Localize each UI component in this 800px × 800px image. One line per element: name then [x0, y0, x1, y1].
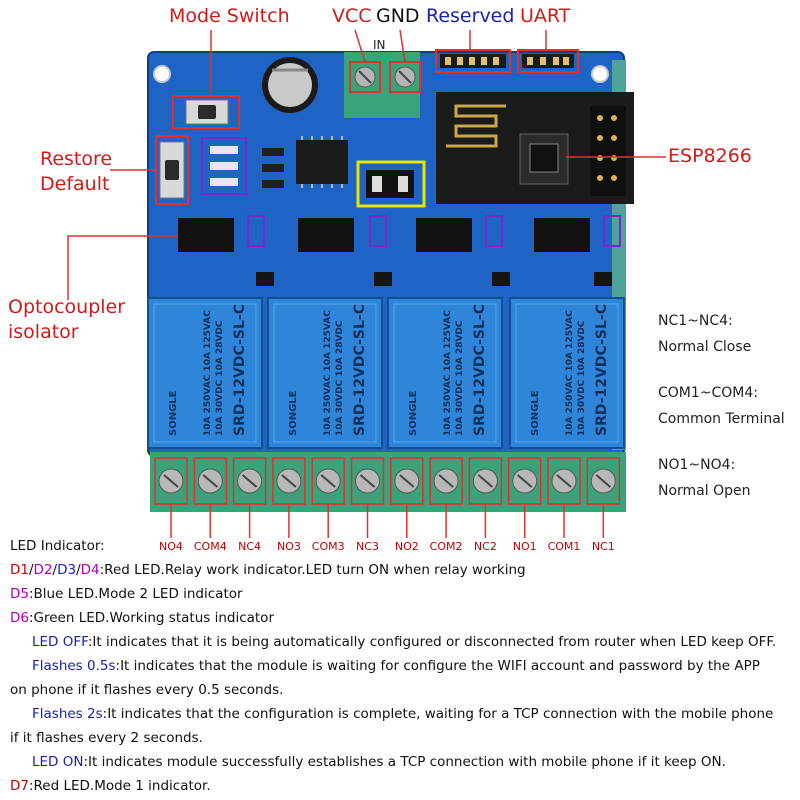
- relay-board-illustration: IN SRD: [67, 29, 666, 538]
- relay-text: SRD-12VDC-SL-C: [594, 304, 610, 436]
- d7-text: :Red LED.Mode 1 indicator.: [28, 778, 211, 794]
- legend-d6: D6:Green LED.Working status indicator: [10, 610, 274, 626]
- callout-reserved: Reserved: [426, 5, 515, 27]
- in-label: IN: [373, 38, 386, 52]
- com-desc: Common Terminal: [658, 411, 785, 427]
- no-title: NO1~NO4:: [658, 457, 736, 473]
- flash2-label: Flashes 2s: [32, 706, 103, 722]
- relay-text: SONGLE: [168, 390, 179, 436]
- relay-text: 10A 250VAC 10A 125VAC: [443, 310, 453, 436]
- nc-title: NC1~NC4:: [658, 313, 733, 329]
- relay-text: SONGLE: [530, 390, 541, 436]
- nc-desc: Normal Close: [658, 339, 752, 355]
- legend-flash2-cont: if it flashes every 2 seconds.: [10, 730, 203, 746]
- relay-text: SRD-12VDC-SL-C: [352, 304, 368, 436]
- relay-text: 10A 250VAC 10A 125VAC: [203, 310, 213, 436]
- d6-label: D6: [10, 610, 29, 626]
- terminal-label-com1: COM1: [547, 540, 581, 553]
- callout-optocoupler-line1: Optocoupler: [8, 296, 126, 318]
- d1-label: D1: [10, 562, 29, 578]
- callout-lines: [67, 29, 666, 300]
- terminal-label-no4: NO4: [159, 540, 183, 553]
- ic-chip: [296, 136, 348, 188]
- d3-label: D3: [57, 562, 77, 578]
- terminal-label-nc4: NC4: [238, 540, 262, 553]
- optocoupler-row: [178, 218, 590, 252]
- relay-led-markers: [247, 215, 621, 247]
- d7-label: D7: [10, 778, 29, 794]
- callout-restore-line1: Restore: [40, 148, 113, 170]
- callout-uart: UART: [520, 5, 571, 27]
- led-on-label: LED ON: [32, 754, 84, 770]
- legend-title: LED Indicator:: [10, 538, 105, 554]
- relay-text: 10A 30VDC 10A 28VDC: [335, 320, 345, 436]
- d6-text: :Green LED.Working status indicator: [28, 610, 274, 626]
- jumper-block: [356, 160, 426, 208]
- d2-label: D2: [33, 562, 53, 578]
- reserved-header: [435, 49, 511, 73]
- legend-led-off: LED OFF:It indicates that it is being au…: [10, 634, 776, 650]
- d5-text: :Blue LED.Mode 2 LED indicator: [28, 586, 243, 602]
- mode-switch-button: [172, 95, 240, 129]
- d5-label: D5: [10, 586, 29, 602]
- led-off-label: LED OFF: [32, 634, 88, 650]
- legend-d7: D7:Red LED.Mode 1 indicator.: [10, 778, 211, 794]
- relay-text: 10A 30VDC 10A 28VDC: [455, 320, 465, 436]
- flash05-text: :It indicates that the module is waiting…: [115, 658, 760, 674]
- terminal-label-com3: COM3: [311, 540, 345, 553]
- relay-text: SRD-12VDC-SL-C: [472, 304, 488, 436]
- terminal-label-no1: NO1: [512, 540, 537, 553]
- callout-esp8266: ESP8266: [668, 145, 752, 167]
- relay-text: 10A 250VAC 10A 125VAC: [565, 310, 575, 436]
- legend-d1-d4: D1/D2/D3/D4:Red LED.Relay work indicator…: [10, 562, 526, 578]
- legend-d5: D5:Blue LED.Mode 2 LED indicator: [10, 586, 243, 602]
- legend-flash05-cont: on phone if it flashes every 0.5 seconds…: [10, 682, 284, 698]
- callout-gnd: GND: [376, 5, 420, 27]
- relay-text: 10A 250VAC 10A 125VAC: [323, 310, 333, 436]
- d1to4-text: :Red LED.Relay work indicator.LED turn O…: [99, 562, 526, 578]
- restore-default-button: [155, 135, 189, 205]
- terminal-label-no2: NO2: [394, 540, 419, 553]
- terminal-label-nc3: NC3: [356, 540, 379, 553]
- uart-header: [517, 49, 579, 73]
- power-input-terminal: [344, 52, 421, 118]
- terminal-label-no3: NO3: [276, 540, 301, 553]
- terminal-label-nc2: NC2: [473, 540, 497, 553]
- led-indicator-group: [201, 137, 247, 195]
- callout-optocoupler-line2: isolator: [8, 321, 79, 343]
- flash2-text: :It indicates that the configuration is …: [102, 706, 774, 722]
- no-desc: Normal Open: [658, 483, 751, 499]
- com-title: COM1~COM4:: [658, 385, 759, 401]
- terminal-label-com2: COM2: [429, 540, 463, 553]
- legend-flash05: Flashes 0.5s:It indicates that the modul…: [10, 658, 760, 674]
- terminal-label-nc1: NC1: [591, 540, 615, 553]
- esp8266-module: [436, 92, 634, 204]
- d4-label: D4: [80, 562, 100, 578]
- side-notes: NC1~NC4: Normal Close COM1~COM4: Common …: [658, 308, 785, 504]
- legend-led-on: LED ON:It indicates module successfully …: [10, 754, 726, 770]
- relay-text: SRD-12VDC-SL-C: [232, 304, 248, 436]
- relay-text: 10A 30VDC 10A 28VDC: [215, 320, 225, 436]
- callout-restore-line2: Default: [40, 173, 110, 195]
- led-off-text: :It indicates that it is being automatic…: [87, 634, 777, 650]
- relay-text: SONGLE: [408, 390, 419, 436]
- relay-text: 10A 30VDC 10A 28VDC: [577, 320, 587, 436]
- capacitor: [262, 57, 318, 113]
- output-terminal-block: [150, 452, 626, 512]
- led-on-text: :It indicates module successfully establ…: [83, 754, 726, 770]
- terminal-label-com4: COM4: [193, 540, 227, 553]
- callout-vcc: VCC: [332, 5, 372, 27]
- legend-flash2: Flashes 2s:It indicates that the configu…: [10, 706, 773, 722]
- relay-text: SONGLE: [288, 390, 299, 436]
- flash05-label: Flashes 0.5s: [32, 658, 116, 674]
- callout-mode-switch: Mode Switch: [169, 5, 290, 27]
